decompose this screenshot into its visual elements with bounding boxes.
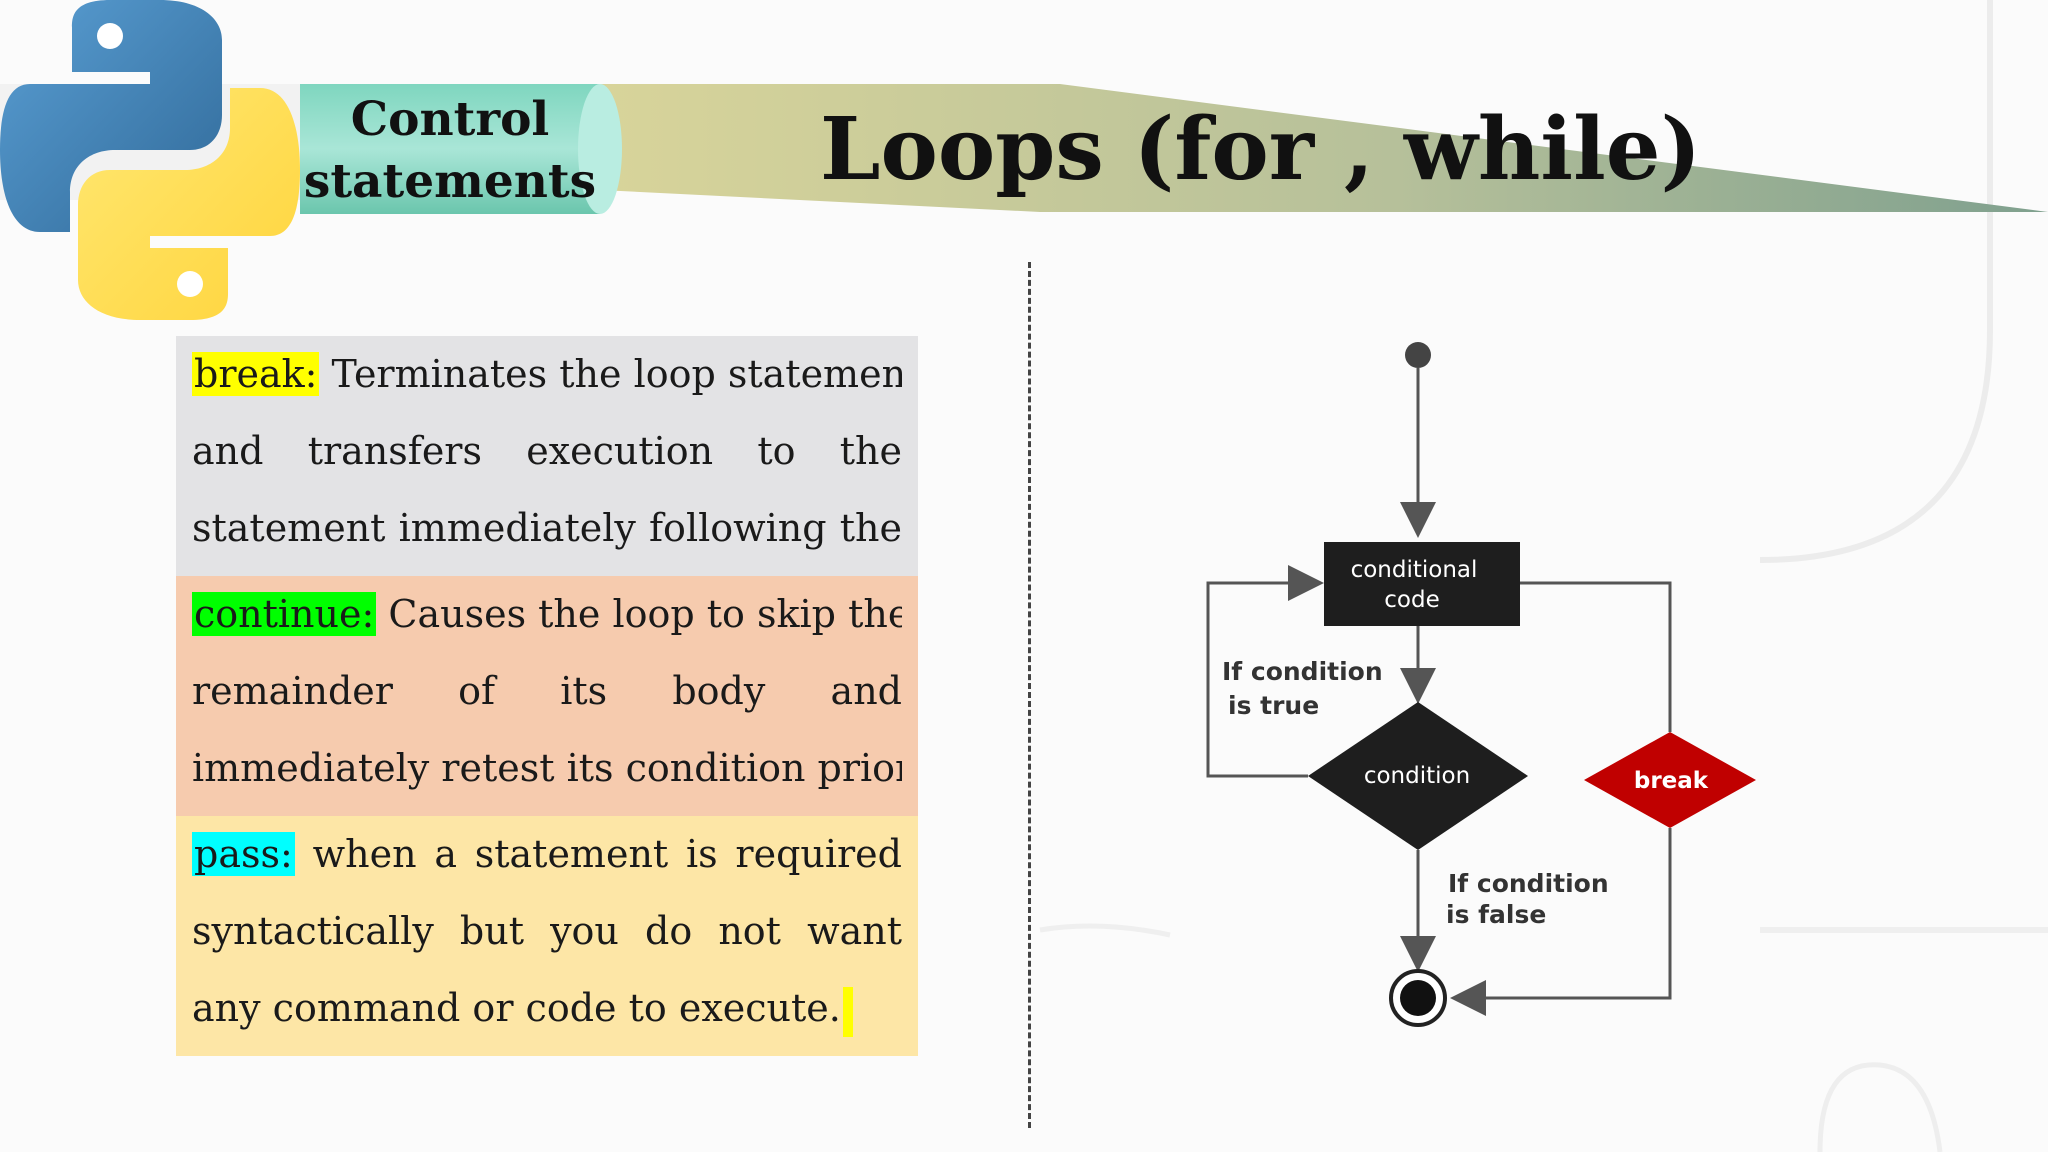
continue-panel: continue: Causes the loop to skip the re… — [176, 576, 918, 816]
start-node — [1405, 342, 1431, 368]
break-line-1: Terminates the loop statement — [319, 352, 902, 396]
break-to-end-arrow — [1450, 828, 1672, 1016]
continue-line-2: remainder of its body and — [192, 669, 902, 713]
loop-flowchart: conditional code condition If condition … — [1206, 342, 1756, 1027]
break-diamond — [1584, 732, 1756, 828]
section-label: Control statements — [300, 86, 600, 216]
pass-panel: pass: when a statement is required synta… — [176, 816, 918, 1056]
false-label-2: is false — [1446, 900, 1546, 929]
break-keyword: break: — [192, 352, 320, 396]
code-box-label-1: conditional — [1351, 557, 1478, 583]
python-logo-icon — [0, 0, 300, 320]
pass-line-3: any command or code to execute. — [192, 986, 841, 1030]
continue-line-1: Causes the loop to skip the — [376, 592, 902, 636]
true-label-2: is true — [1228, 691, 1319, 720]
pass-line-1: when a statement is required — [294, 832, 902, 876]
break-label: break — [1634, 768, 1709, 794]
section-tab — [300, 84, 600, 214]
pass-keyword: pass: — [192, 832, 295, 876]
section-label-line1: Control — [350, 92, 550, 147]
true-loop-arrow — [1206, 565, 1324, 778]
condition-diamond — [1308, 702, 1528, 850]
conditional-code-box — [1324, 542, 1520, 626]
text-cursor-highlight — [842, 986, 853, 1037]
break-line-2: and transfers execution to the — [192, 429, 902, 473]
condition-label: condition — [1364, 763, 1470, 789]
code-box-label-2: code — [1384, 587, 1439, 613]
break-panel: break: Terminates the loop statement and… — [176, 336, 918, 576]
break-line-3: statement immediately following the — [192, 506, 902, 550]
continue-keyword: continue: — [192, 592, 377, 636]
continue-line-3: immediately retest its condition prior — [192, 746, 902, 790]
title-wedge — [600, 84, 2048, 212]
section-label-line2: statements — [303, 154, 597, 209]
code-to-break-line — [1520, 581, 1672, 732]
pass-line-2: syntactically but you do not want — [192, 909, 902, 953]
page-title: Loops (for , while) — [820, 99, 1702, 200]
false-label-1: If condition — [1448, 869, 1609, 898]
true-label-1: If condition — [1222, 657, 1383, 686]
vertical-divider — [1028, 262, 1031, 1128]
